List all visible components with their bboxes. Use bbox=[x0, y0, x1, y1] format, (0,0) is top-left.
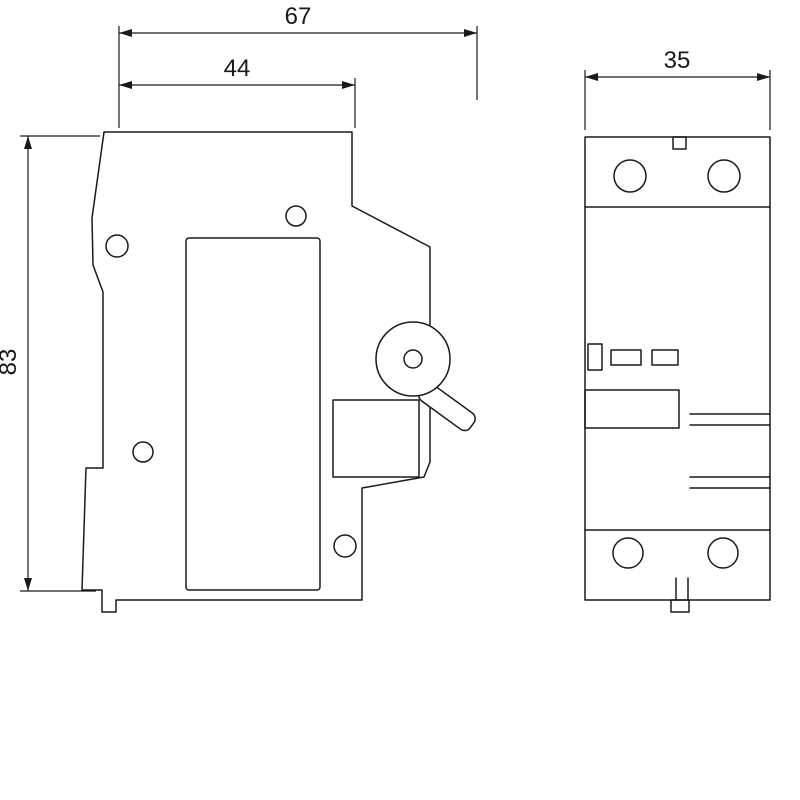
terminal-screw-top-left bbox=[613, 159, 647, 193]
dimension-upper-depth: 44 bbox=[119, 55, 356, 128]
front-detail-small-3 bbox=[651, 349, 679, 366]
arrowhead-right bbox=[342, 81, 355, 89]
dim-label-44: 44 bbox=[224, 55, 251, 82]
dimension-height: 83 bbox=[0, 135, 100, 592]
side-view bbox=[81, 131, 476, 613]
toggle-pivot-hole bbox=[403, 349, 423, 369]
arrowhead-left bbox=[119, 29, 132, 37]
front-detail-small-2 bbox=[610, 349, 642, 366]
arrowhead-bottom bbox=[24, 578, 32, 591]
arrowhead-right bbox=[464, 29, 477, 37]
toggle-pivot-boss bbox=[375, 321, 451, 397]
hole-bottom bbox=[333, 534, 357, 558]
side-inner-panel bbox=[185, 237, 321, 591]
hole-top bbox=[285, 205, 307, 227]
front-detail-small-1 bbox=[587, 343, 603, 371]
arrowhead-left bbox=[119, 81, 132, 89]
dim-label-83: 83 bbox=[0, 349, 22, 376]
terminal-screw-top-right bbox=[707, 159, 741, 193]
arrowhead-left bbox=[585, 73, 598, 81]
breaker-front-outline bbox=[584, 136, 771, 601]
bottom-clip-tab bbox=[670, 599, 690, 613]
dimension-width: 35 bbox=[584, 47, 771, 130]
dim-label-67: 67 bbox=[285, 3, 312, 30]
front-view bbox=[584, 136, 771, 613]
mounting-hole-mid-left bbox=[132, 441, 154, 463]
front-top-tab bbox=[672, 136, 687, 150]
side-inner-box bbox=[332, 399, 420, 478]
arrowhead-top bbox=[24, 136, 32, 149]
front-detail-large bbox=[584, 389, 680, 429]
breaker-side-outline bbox=[81, 131, 431, 613]
arrowhead-right bbox=[757, 73, 770, 81]
mounting-hole-top-left bbox=[105, 234, 129, 258]
dim-label-35: 35 bbox=[664, 47, 691, 74]
terminal-screw-bottom-left bbox=[612, 537, 644, 569]
dimension-overall-depth: 67 bbox=[118, 3, 478, 128]
terminal-screw-bottom-right bbox=[707, 537, 739, 569]
